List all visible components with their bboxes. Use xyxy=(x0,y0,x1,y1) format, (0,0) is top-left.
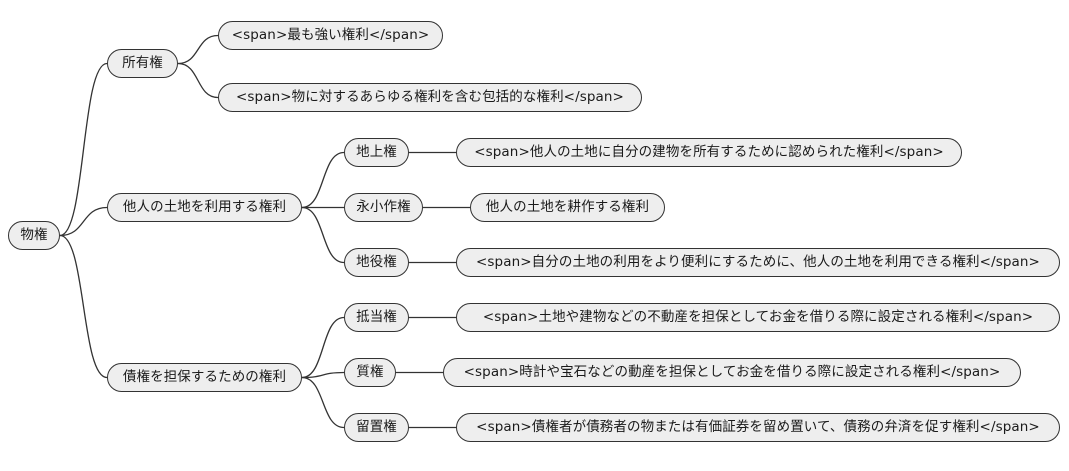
mindmap-node-b3c3[interactable]: 留置権 xyxy=(344,413,409,442)
mindmap-node-label: 所有権 xyxy=(122,54,163,71)
mindmap-edge-b2-to-b2c1 xyxy=(301,151,345,209)
mindmap-edge-b1-to-b1c1 xyxy=(177,34,219,65)
mindmap-node-label: <span>最も強い権利</span> xyxy=(231,26,430,43)
mindmap-node-b3c3d[interactable]: <span>債権者が債務者の物または有価証券を留め置いて、債務の弁済を促す権利<… xyxy=(456,413,1060,442)
mindmap-node-label: 債権を担保するための権利 xyxy=(122,368,287,385)
mindmap-node-label: <span>債権者が債務者の物または有価証券を留め置いて、債務の弁済を促す権利<… xyxy=(476,418,1040,435)
mindmap-edge-b2-to-b2c3 xyxy=(301,206,345,264)
mindmap-node-b3c1[interactable]: 抵当権 xyxy=(344,303,409,332)
mindmap-node-label: 他人の土地を耕作する権利 xyxy=(485,198,650,215)
mindmap-node-b3c2[interactable]: 質権 xyxy=(344,358,396,387)
mindmap-node-b2c1[interactable]: 地上権 xyxy=(344,138,409,167)
mindmap-node-b2c1d[interactable]: <span>他人の土地に自分の建物を所有するために認められた権利</span> xyxy=(456,138,962,167)
mindmap-node-label: 地役権 xyxy=(356,253,397,270)
mindmap-edge-b1-to-b1c2 xyxy=(177,62,219,99)
mindmap-node-b3[interactable]: 債権を担保するための権利 xyxy=(107,363,302,392)
mindmap-node-b3c2d[interactable]: <span>時計や宝石などの動産を担保としてお金を借りる際に設定される権利</s… xyxy=(443,358,1021,387)
mindmap-node-b2[interactable]: 他人の土地を利用する権利 xyxy=(107,193,302,222)
mindmap-node-label: 質権 xyxy=(356,363,384,380)
mindmap-node-label: 永小作権 xyxy=(356,198,411,215)
mindmap-edge-root-to-b2 xyxy=(59,206,108,237)
mindmap-node-label: 地上権 xyxy=(356,143,397,160)
mindmap-node-b1c1[interactable]: <span>最も強い権利</span> xyxy=(218,21,443,50)
mindmap-edge-root-to-b3 xyxy=(59,234,108,379)
mindmap-node-label: 抵当権 xyxy=(356,308,397,325)
mindmap-edge-b3-to-b3c1 xyxy=(301,316,345,379)
mindmap-node-label: 他人の土地を利用する権利 xyxy=(122,198,287,215)
mindmap-node-label: 物権 xyxy=(20,226,48,243)
mindmap-edge-b3-to-b3c2 xyxy=(301,371,345,379)
mindmap-edge-root-to-b1 xyxy=(59,62,108,237)
mindmap-node-label: <span>物に対するあらゆる権利を含む包括的な権利</span> xyxy=(236,88,624,105)
mindmap-node-label: <span>自分の土地の利用をより便利にするために、他人の土地を利用できる権利<… xyxy=(476,253,1040,270)
mindmap-node-b2c2[interactable]: 永小作権 xyxy=(344,193,423,222)
mindmap-node-b2c3[interactable]: 地役権 xyxy=(344,248,409,277)
mindmap-node-b3c1d[interactable]: <span>土地や建物などの不動産を担保としてお金を借りる際に設定される権利</… xyxy=(456,303,1060,332)
mindmap-edge-b3-to-b3c3 xyxy=(301,376,345,429)
mindmap-node-label: 留置権 xyxy=(356,418,397,435)
mindmap-node-root[interactable]: 物権 xyxy=(8,221,60,250)
mindmap-node-b1c2[interactable]: <span>物に対するあらゆる権利を含む包括的な権利</span> xyxy=(218,83,642,112)
mindmap-node-b2c2d[interactable]: 他人の土地を耕作する権利 xyxy=(470,193,665,222)
mindmap-node-b2c3d[interactable]: <span>自分の土地の利用をより便利にするために、他人の土地を利用できる権利<… xyxy=(456,248,1060,277)
mindmap-node-label: <span>時計や宝石などの動産を担保としてお金を借りる際に設定される権利</s… xyxy=(463,363,1001,380)
mindmap-node-label: <span>土地や建物などの不動産を担保としてお金を借りる際に設定される権利</… xyxy=(482,308,1034,325)
mindmap-node-b1[interactable]: 所有権 xyxy=(107,49,178,78)
mindmap-node-label: <span>他人の土地に自分の建物を所有するために認められた権利</span> xyxy=(474,143,944,160)
